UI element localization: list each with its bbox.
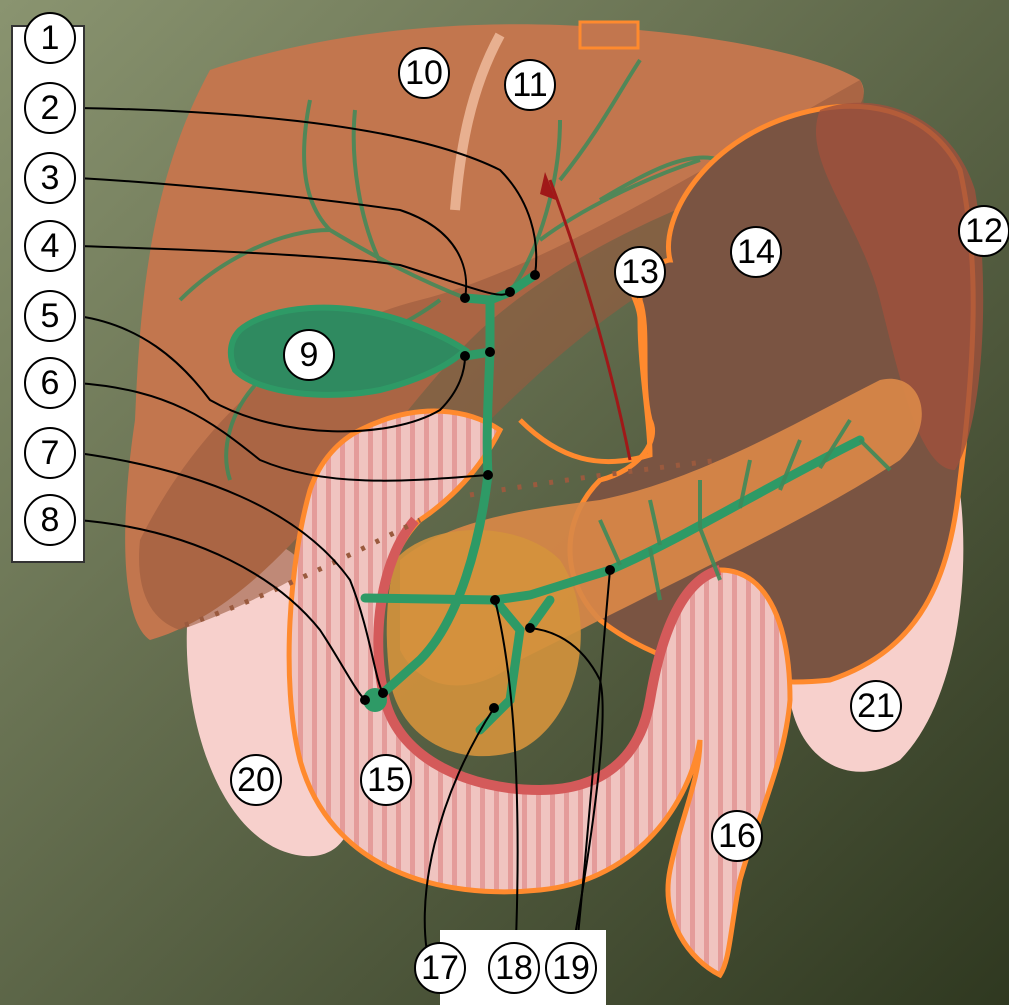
svg-text:17: 17 xyxy=(421,949,459,987)
label-6: 6 xyxy=(25,358,75,408)
svg-text:10: 10 xyxy=(405,54,443,92)
svg-text:9: 9 xyxy=(300,336,319,374)
label-5: 5 xyxy=(25,291,75,341)
svg-text:16: 16 xyxy=(718,817,756,855)
label-14: 14 xyxy=(731,227,781,277)
svg-text:5: 5 xyxy=(41,297,60,335)
label-11: 11 xyxy=(505,60,555,110)
label-19: 19 xyxy=(546,943,596,993)
label-20: 20 xyxy=(231,755,281,805)
svg-text:6: 6 xyxy=(41,364,60,402)
label-13: 13 xyxy=(615,247,665,297)
svg-text:14: 14 xyxy=(737,233,775,271)
svg-text:4: 4 xyxy=(41,227,60,265)
label-10: 10 xyxy=(399,48,449,98)
svg-text:15: 15 xyxy=(367,761,405,799)
label-21: 21 xyxy=(851,681,901,731)
svg-text:3: 3 xyxy=(41,159,60,197)
label-9: 9 xyxy=(284,330,334,380)
label-16: 16 xyxy=(712,811,762,861)
svg-text:21: 21 xyxy=(857,687,895,725)
label-7: 7 xyxy=(25,428,75,478)
label-1: 1 xyxy=(25,13,75,63)
svg-text:1: 1 xyxy=(41,19,60,57)
svg-text:20: 20 xyxy=(237,761,275,799)
svg-text:12: 12 xyxy=(965,212,1003,250)
svg-text:19: 19 xyxy=(552,949,590,987)
svg-text:8: 8 xyxy=(41,501,60,539)
svg-text:18: 18 xyxy=(495,949,533,987)
svg-text:13: 13 xyxy=(621,253,659,291)
label-2: 2 xyxy=(25,83,75,133)
label-15: 15 xyxy=(361,755,411,805)
label-3: 3 xyxy=(25,153,75,203)
label-12: 12 xyxy=(959,206,1009,256)
label-17: 17 xyxy=(415,943,465,993)
svg-text:11: 11 xyxy=(512,66,547,104)
label-4: 4 xyxy=(25,221,75,271)
svg-text:7: 7 xyxy=(41,434,60,472)
inferior-vena-cava-stub xyxy=(580,22,638,48)
label-18: 18 xyxy=(489,943,539,993)
label-8: 8 xyxy=(25,495,75,545)
svg-text:2: 2 xyxy=(41,89,60,127)
